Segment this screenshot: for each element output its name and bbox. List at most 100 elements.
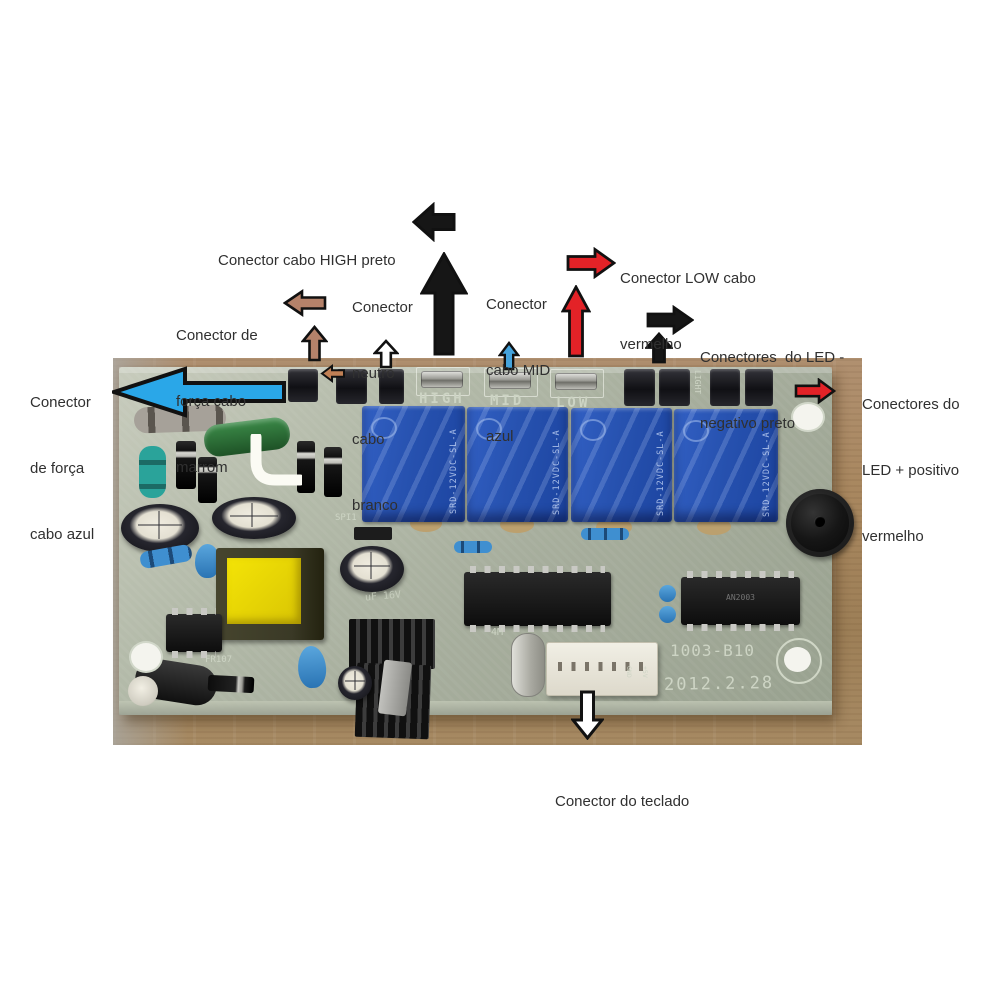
silk-light-label: LIGHT <box>693 370 702 395</box>
black-up-small-arrow <box>645 332 673 364</box>
ic-main-mcu <box>464 566 611 632</box>
capacitor-top <box>128 676 158 706</box>
label-line: cabo <box>352 431 385 448</box>
label-neutro: Conector neutro cabo branco <box>352 253 413 517</box>
board-bottom-edge <box>119 701 832 715</box>
label-cabo-high: Conector cabo HIGH preto <box>218 206 396 272</box>
label-line: neutro <box>352 365 395 382</box>
diode <box>324 447 342 497</box>
solder-pad <box>697 518 731 535</box>
resistor-teal <box>139 446 166 498</box>
white-trace <box>250 434 302 486</box>
ic-pins <box>687 624 794 631</box>
silk-diode-label: FR107 <box>205 655 233 665</box>
label-led-negativo: Conectores do LED - negativo preto <box>700 303 844 435</box>
capacitor-electrolytic <box>340 546 404 592</box>
label-line: Conector <box>352 299 413 316</box>
red-up-arrow <box>561 285 591 358</box>
high-terminal <box>421 371 463 388</box>
label-line: marrom <box>176 459 228 476</box>
label-line: Conector de <box>176 327 258 344</box>
led-terminal <box>624 369 655 406</box>
silk-spi-label: SPI1 <box>335 513 357 523</box>
silk-mid-label: MID <box>490 393 525 409</box>
label-led-positivo: Conectores do LED + positivo vermelho <box>862 350 960 548</box>
silk-gnd-label: GND <box>625 666 633 678</box>
capacitor-blue <box>659 606 676 623</box>
transformer-yellow-tape <box>227 558 301 624</box>
ic-pins <box>687 571 794 578</box>
label-line: Conector <box>30 394 91 411</box>
ic-pins <box>172 651 216 658</box>
mounting-hole <box>791 402 825 432</box>
relay-high: SRD-12VDC-SL-A <box>362 406 465 522</box>
crystal-oscillator <box>511 633 545 697</box>
label-line: Conector do teclado <box>555 793 690 810</box>
ic-pins <box>470 625 605 632</box>
board-top-edge <box>119 367 832 373</box>
led-terminal <box>745 369 773 406</box>
black-big-up-arrow <box>420 252 468 356</box>
label-forca-marrom: Conector de força cabo marrom <box>176 281 258 479</box>
diode-small <box>354 527 392 540</box>
capacitor-blue-drop <box>195 544 220 578</box>
diode <box>176 441 196 489</box>
mounting-hole <box>129 641 163 673</box>
label-line: LED + positivo <box>862 462 960 479</box>
brown-left-arrow <box>283 289 327 317</box>
label-line: vermelho <box>620 336 682 353</box>
brown-board-left-arrow <box>320 364 345 383</box>
label-low-vermelho: Conector LOW cabo vermelho <box>620 224 756 356</box>
silk-v5-label: +5V <box>641 666 649 678</box>
label-line: azul <box>486 428 514 445</box>
label-line: cabo azul <box>30 526 95 543</box>
white-down-arrow <box>571 690 604 740</box>
capacitor-electrolytic <box>212 497 296 539</box>
mounting-hole <box>784 647 811 672</box>
label-cabo-mid: Conector cabo MID azul <box>486 250 550 448</box>
resistor-blue <box>581 528 629 540</box>
brown-up-arrow <box>301 325 328 362</box>
ic-driver: AN2003 <box>681 571 800 631</box>
resistor-blue <box>454 541 492 553</box>
ic-marking: AN2003 <box>726 593 755 602</box>
relay-low: SRD-12VDC-SL-A <box>571 408 672 522</box>
capacitor-small <box>338 666 372 700</box>
buzzer-hole <box>814 516 825 527</box>
label-line: Conector LOW cabo <box>620 270 756 287</box>
ic-pins <box>470 566 605 573</box>
capacitor-electrolytic <box>121 504 199 552</box>
label-line: branco <box>352 497 398 514</box>
ic-dip8 <box>166 608 222 658</box>
black-right-arrow <box>646 305 694 335</box>
red-right-small-arrow <box>794 378 836 404</box>
black-left-arrow <box>412 202 456 242</box>
silk-low-label: LOW <box>556 395 591 411</box>
label-line: força cabo <box>176 393 247 410</box>
silk-outline-high <box>416 367 470 396</box>
label-line: de força <box>30 460 85 477</box>
blue-up-arrow <box>498 341 520 371</box>
label-line: Conector <box>486 296 547 313</box>
diode <box>198 457 217 503</box>
capacitor-blue <box>659 585 676 602</box>
silk-outline-low <box>550 369 604 398</box>
relay-aux: SRD-12VDC-SL-A <box>674 409 778 522</box>
relay-marking: SRD-12VDC-SL-A <box>449 428 459 514</box>
ic-pins <box>172 608 216 615</box>
label-line: Conector cabo HIGH preto <box>218 252 396 269</box>
spade-terminal <box>379 369 404 404</box>
led-terminal <box>710 369 740 406</box>
label-line: cabo MID <box>486 362 551 379</box>
silk-model-number: 1003-B10 <box>670 641 756 660</box>
label-line: negativo preto <box>700 415 796 432</box>
silk-date: 2012.2.28 <box>663 673 775 695</box>
label-teclado: Conector do teclado <box>555 747 689 813</box>
keyboard-connector-pins <box>558 662 646 671</box>
spade-terminal <box>288 369 318 402</box>
label-line: Conectores do <box>862 396 960 413</box>
led-terminal <box>659 369 690 406</box>
mid-terminal <box>489 372 531 389</box>
silk-high-label: HIGH <box>419 391 465 407</box>
